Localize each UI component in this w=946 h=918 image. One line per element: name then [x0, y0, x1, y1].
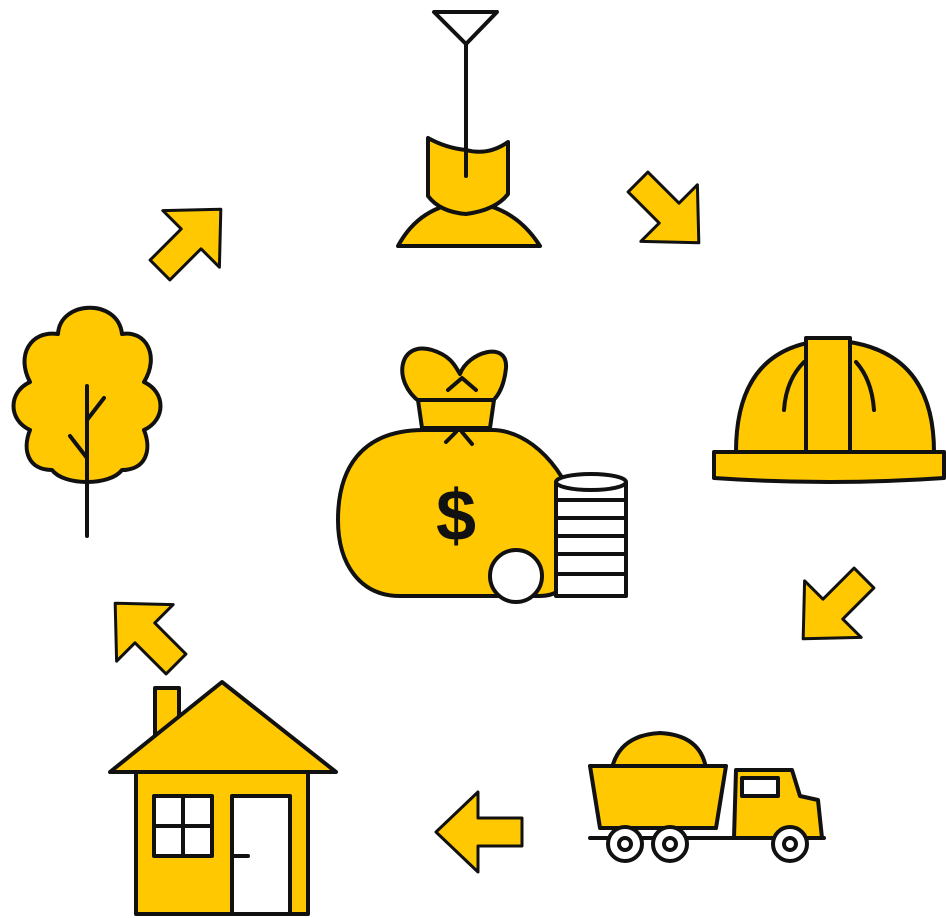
shovel-icon [396, 10, 542, 248]
dollar-sign: $ [436, 476, 476, 556]
house-icon [108, 680, 338, 916]
coin-stack-icon [554, 472, 628, 598]
arrow-left-icon [434, 790, 524, 874]
hard-hat-icon [712, 336, 946, 484]
tree-icon [11, 305, 163, 538]
dump-truck-icon [588, 731, 826, 863]
coin-icon [488, 548, 544, 604]
arrow-down-right-icon [608, 152, 729, 273]
arrow-up-right-icon [130, 179, 251, 300]
arrow-down-left-icon [773, 548, 894, 669]
money-bag-with-coins-icon: $ [336, 346, 628, 604]
arrow-up-left-icon [85, 573, 206, 694]
